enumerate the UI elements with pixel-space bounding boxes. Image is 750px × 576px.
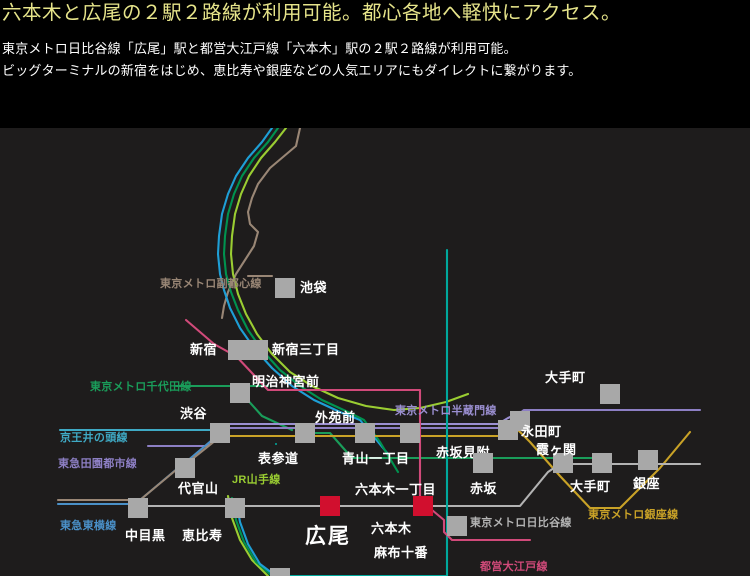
station-box-daikanyama[interactable] [175, 458, 195, 478]
station-box-otemachi-low[interactable] [592, 453, 612, 473]
station-box-nagatacho[interactable] [510, 411, 530, 431]
lead-line-1: 東京メトロ日比谷線「広尾」駅と都営大江戸線「六本木」駅の２駅２路線が利用可能。 [2, 40, 517, 56]
station-box-shinjuku[interactable] [228, 340, 248, 360]
station-box-meguro[interactable] [270, 568, 290, 576]
station-box-meijijingumae[interactable] [230, 383, 250, 403]
lead-text: 東京メトロ日比谷線「広尾」駅と都営大江戸線「六本木」駅の２駅２路線が利用可能。 … [0, 24, 750, 83]
station-box-ikebukuro[interactable] [275, 278, 295, 298]
route-map-lines [56, 128, 702, 576]
station-box-shibuya[interactable] [210, 423, 230, 443]
station-box-ebisu[interactable] [225, 498, 245, 518]
station-box-hiroo[interactable] [320, 496, 340, 516]
station-box-kasumigaseki[interactable] [553, 453, 573, 473]
lead-line-2: ビッグターミナルの新宿をはじめ、恵比寿や銀座などの人気エリアにもダイレクトに繋が… [2, 62, 582, 78]
headline: 六本木と広尾の２駅２路線が利用可能。都心各地へ軽快にアクセス。 [2, 3, 622, 24]
station-box-shinjuku-sanchome[interactable] [248, 340, 268, 360]
station-box-ginza[interactable] [638, 450, 658, 470]
station-box-aoyama-itchome[interactable] [400, 423, 420, 443]
station-box-omotesando[interactable] [295, 423, 315, 443]
station-box-azabu-juban[interactable] [447, 516, 467, 536]
station-box-gaiemmae[interactable] [355, 423, 375, 443]
page-header: 六本木と広尾の２駅２路線が利用可能。都心各地へ軽快にアクセス。 東京メトロ日比谷… [0, 0, 750, 82]
station-box-roppongi[interactable] [413, 496, 433, 516]
route-map: 池袋新宿新宿三丁目明治神宮前渋谷代官山中目黒恵比寿目黒大崎品川表参道外苑前青山一… [0, 128, 750, 576]
station-box-akasaka[interactable] [473, 453, 493, 473]
station-box-otemachi-top[interactable] [600, 384, 620, 404]
station-box-nakameguro[interactable] [128, 498, 148, 518]
